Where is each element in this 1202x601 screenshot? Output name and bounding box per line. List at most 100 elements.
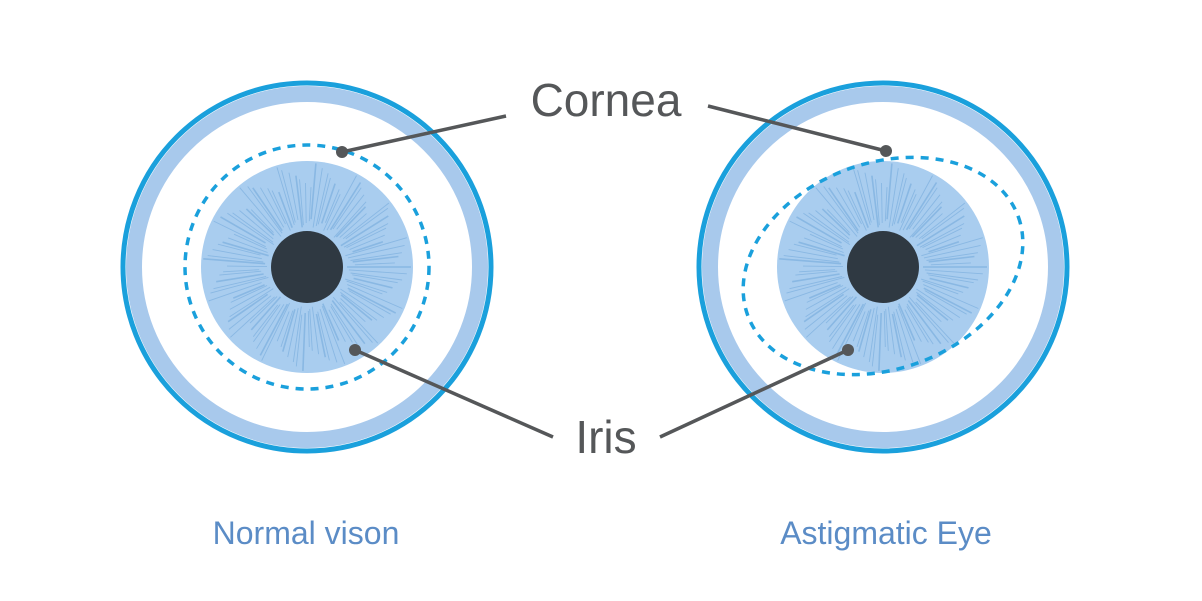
astigmatic-eye-caption: Astigmatic Eye bbox=[780, 515, 992, 551]
iris-fiber bbox=[924, 290, 967, 315]
iris-fiber bbox=[305, 182, 307, 224]
astigmatic-eye-iris-fibers bbox=[779, 163, 987, 371]
iris-fiber bbox=[792, 273, 840, 283]
iris-fiber bbox=[923, 284, 979, 309]
iris-fiber bbox=[250, 209, 274, 233]
iris-fiber bbox=[907, 300, 942, 345]
iris-fiber bbox=[921, 237, 983, 257]
iris-fiber bbox=[806, 285, 844, 303]
normal-eye bbox=[120, 80, 494, 454]
iris-fiber bbox=[330, 306, 353, 343]
iris-fiber bbox=[887, 306, 896, 355]
iris-fiber bbox=[348, 269, 407, 275]
cornea-label: Cornea bbox=[531, 74, 682, 126]
iris-fiber bbox=[344, 278, 388, 293]
iris-fiber bbox=[317, 311, 330, 361]
iris-fiber bbox=[896, 183, 912, 224]
iris-fiber bbox=[332, 187, 362, 230]
iris-fiber bbox=[353, 277, 393, 289]
iris-fiber bbox=[342, 202, 390, 240]
iris-fiber bbox=[826, 209, 850, 233]
iris-fiber bbox=[847, 190, 867, 231]
iris-fiber bbox=[803, 293, 845, 323]
iris-fiber bbox=[228, 295, 272, 330]
iris-fiber bbox=[295, 175, 303, 228]
iris-fiber bbox=[858, 309, 872, 352]
iris-fiber bbox=[345, 237, 407, 257]
iris-fiber bbox=[315, 173, 329, 227]
iris-fiber bbox=[345, 207, 389, 240]
iris-fiber bbox=[893, 177, 907, 225]
iris-fiber bbox=[930, 262, 971, 266]
iris-fiber bbox=[784, 282, 838, 302]
iris-fiber bbox=[891, 313, 903, 358]
cornea-pointer-left bbox=[336, 146, 348, 158]
iris-fiber bbox=[826, 296, 858, 331]
iris-fiber bbox=[802, 265, 844, 268]
iris-fiber bbox=[253, 304, 281, 343]
iris-fiber bbox=[796, 216, 842, 244]
iris-pointer-right bbox=[842, 344, 854, 356]
iris-fiber bbox=[332, 296, 373, 343]
iris-fiber bbox=[897, 305, 922, 365]
iris-fiber bbox=[795, 270, 838, 276]
iris-fiber bbox=[922, 280, 959, 295]
iris-fiber bbox=[789, 276, 843, 290]
iris-fiber bbox=[210, 276, 269, 294]
iris-fiber bbox=[893, 311, 906, 361]
iris-fiber bbox=[921, 207, 965, 240]
iris-fiber bbox=[309, 308, 313, 351]
iris-fiber bbox=[809, 233, 844, 250]
iris-fiber bbox=[906, 303, 934, 345]
iris-fiber bbox=[226, 265, 268, 268]
iris-fiber bbox=[857, 170, 872, 223]
iris-fiber bbox=[339, 213, 367, 238]
iris-callout: Iris bbox=[349, 344, 854, 463]
iris-fiber bbox=[350, 272, 403, 281]
iris-fiber bbox=[868, 306, 878, 363]
iris-fiber bbox=[307, 310, 310, 348]
normal-vision-caption: Normal vison bbox=[213, 515, 400, 551]
iris-fiber bbox=[227, 212, 275, 245]
iris-fiber bbox=[252, 304, 279, 337]
iris-fiber bbox=[317, 177, 331, 225]
iris-fiber bbox=[349, 234, 385, 251]
iris-fiber bbox=[908, 296, 949, 343]
cornea-leader-left bbox=[341, 114, 507, 154]
iris-fiber bbox=[340, 288, 385, 318]
iris-fiber bbox=[916, 288, 961, 318]
iris-fiber bbox=[339, 301, 379, 344]
iris-fiber bbox=[348, 290, 391, 315]
iris-fiber bbox=[319, 308, 338, 363]
iris-fiber bbox=[832, 304, 861, 349]
iris-fiber bbox=[916, 215, 965, 247]
cornea-callout: Cornea bbox=[336, 74, 892, 158]
iris-fiber bbox=[881, 182, 883, 224]
iris-fiber bbox=[863, 308, 875, 358]
iris-fiber bbox=[276, 311, 290, 342]
iris-fiber bbox=[228, 237, 268, 253]
iris-fiber bbox=[798, 241, 845, 257]
cornea-pointer-right bbox=[880, 145, 892, 157]
iris-fiber bbox=[282, 309, 296, 352]
iris-fiber bbox=[295, 314, 303, 367]
iris-fiber bbox=[825, 296, 854, 324]
iris-fiber bbox=[828, 304, 855, 337]
iris-fiber bbox=[803, 212, 851, 245]
iris-fiber bbox=[287, 308, 299, 358]
astigmatic-eye-pupil bbox=[847, 231, 919, 303]
iris-fiber bbox=[310, 163, 317, 220]
iris-fiber bbox=[928, 255, 975, 263]
iris-fiber bbox=[829, 304, 857, 343]
iris-fiber bbox=[878, 312, 882, 371]
iris-fiber bbox=[821, 208, 851, 236]
iris-fiber bbox=[347, 287, 397, 314]
iris-fiber bbox=[333, 201, 367, 238]
iris-fiber bbox=[354, 262, 395, 266]
iris-fiber bbox=[336, 194, 365, 230]
iris-fiber bbox=[912, 194, 941, 230]
iris-fiber bbox=[899, 194, 917, 231]
iris-fiber bbox=[347, 244, 405, 259]
iris-fiber bbox=[799, 269, 836, 273]
iris-fiber bbox=[343, 223, 389, 248]
